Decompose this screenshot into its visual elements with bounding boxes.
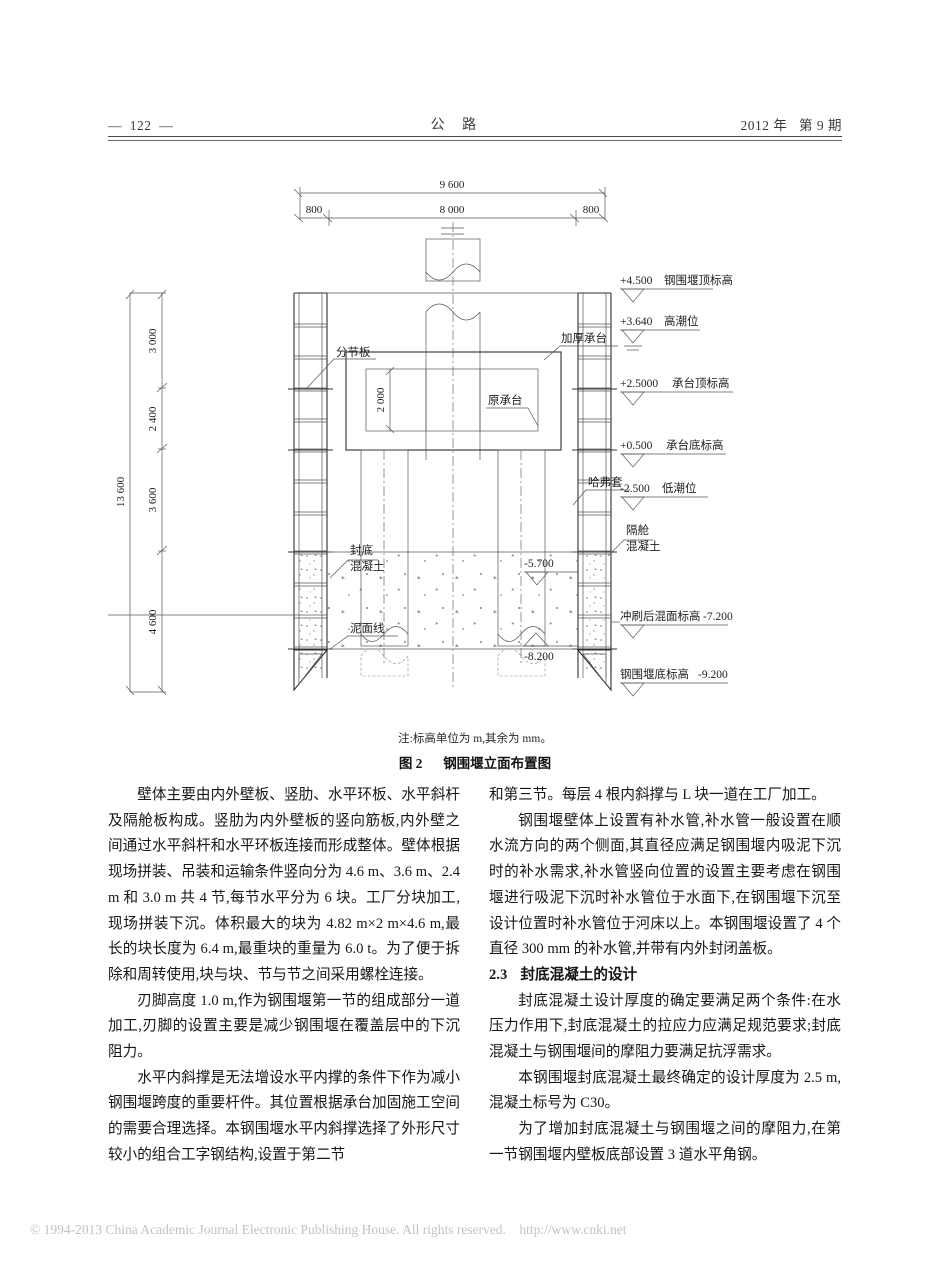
dim-seg2-text: 2 400 (147, 406, 159, 431)
callout-compartment-concrete: 隔舱 混凝土 (607, 523, 661, 557)
callout-segment-plate-text: 分节板 (336, 345, 371, 359)
page-number: — 122 — (108, 118, 174, 133)
elevation-markers: +4.500 钢围堰顶标高 +3.640 高潮位 +2.5000 承台顶标高 +… (611, 273, 733, 697)
callout-bottom-seal-concrete-l2: 混凝土 (350, 559, 385, 573)
dim-seg3-text: 3 600 (147, 487, 159, 512)
elevation-value-bottom: -9.200 (698, 669, 728, 681)
copyright-footer: © 1994-2013 China Academic Journal Elect… (30, 1222, 627, 1237)
cofferdam-interior (327, 292, 578, 652)
dim-width-chain: 800 8 000 800 (293, 204, 609, 226)
inner-elevation--8200: -8.200 (523, 632, 578, 663)
elevation-marker-1: +3.640 高潮位 (620, 314, 700, 351)
elevation-marker-3: +0.500 承台底标高 (620, 438, 726, 468)
elevation-value-4: -2.500 (620, 483, 650, 495)
paragraph-angle-steel: 为了增加封底混凝土与钢围堰之间的摩阻力,在第一节钢围堰内壁板底部设置 3 道水平… (489, 1121, 841, 1163)
callout-thickened-cap-text: 加厚承台 (561, 331, 607, 345)
callout-compartment-concrete-l1: 隔舱 (626, 523, 649, 537)
dim-overall-width-text: 9 600 (440, 179, 465, 191)
dim-cap-height: 2 000 (375, 366, 395, 434)
paragraph-water-supply-pipe: 钢围堰壁体上设置有补水管,补水管一般设置在顺水流方向的两个侧面,其直径应满足钢围… (489, 812, 841, 958)
pile-right (497, 449, 546, 677)
paragraph-seal-conditions: 封底混凝土设计厚度的确定要满足两个条件:在水压力作用下,封底混凝土的拉应力应满足… (489, 992, 841, 1061)
dim-overall-width: 9 600 (293, 179, 608, 220)
figure-caption-label: 图 2 (398, 756, 423, 771)
elevation-label-2: 承台顶标高 (672, 376, 730, 390)
journal-name: 公 路 (430, 118, 484, 133)
dim-cap-height-text: 2 000 (375, 387, 387, 412)
cofferdam-wall-right (572, 292, 617, 692)
paragraph-continuation: 和第三节。每层 4 根内斜撑与 L 块一道在工厂加工。 (489, 787, 826, 803)
elevation-marker-bottom: 钢围堰底标高 -9.200 (620, 667, 728, 697)
pile-left (360, 449, 409, 677)
callout-original-cap: 原承台 (486, 393, 539, 427)
callout-thickened-cap: 加厚承台 (543, 331, 618, 361)
paragraph-wall-structure: 壁体主要由内外壁板、竖肋、水平环板、水平斜杆及隔舱板构成。竖肋为内外壁板的竖向筋… (108, 787, 460, 983)
elevation-label-0: 钢围堰顶标高 (664, 273, 733, 287)
section-heading-2-3: 2.3 封底混凝土的设计 (489, 963, 841, 989)
elevation-marker-0: +4.500 钢围堰顶标高 (620, 273, 733, 303)
elevation-value-1: +3.640 (620, 316, 653, 328)
body-left-column: 壁体主要由内外壁板、竖肋、水平环板、水平斜杆及隔舱板构成。竖肋为内外壁板的竖向筋… (108, 783, 460, 1169)
dim-vertical-chain: 13 600 3 000 2 400 3 600 4 600 (115, 289, 168, 696)
dim-seg4-text: 4 600 (147, 609, 159, 634)
header-rule-secondary (108, 140, 842, 141)
elevation-label-3: 承台底标高 (666, 438, 724, 452)
page-header: — 122 — 公 路 2012 年 第 9 期 (108, 108, 842, 134)
body-right-column: 和第三节。每层 4 根内斜撑与 L 块一道在工厂加工。 钢围堰壁体上设置有补水管… (489, 783, 841, 1169)
section-number: 2.3 (489, 966, 508, 983)
elevation-marker-2: +2.5000 承台顶标高 (620, 376, 733, 406)
figure-note: 注:标高单位为 m,其余为 mm。 (398, 733, 552, 745)
paragraph-cutting-edge: 刃脚高度 1.0 m,作为钢围堰第一节的组成部分一道加工,刃脚的设置主要是减少钢… (108, 992, 460, 1061)
callout-mud-line-text: 泥面线 (350, 621, 385, 635)
callout-compartment-concrete-l2: 混凝土 (626, 539, 661, 553)
elevation-label-1: 高潮位 (664, 314, 699, 328)
original-cap (365, 368, 539, 432)
callout-mud-line: 泥面线 (329, 621, 398, 650)
elevation-value-2: +2.5000 (620, 378, 658, 390)
dim-right-width-text: 800 (583, 204, 600, 216)
elevation-value-scour: -7.200 (703, 611, 733, 623)
dim-overall-height-text: 13 600 (115, 476, 127, 507)
header-rule (108, 136, 842, 137)
cofferdam-wall-left (288, 292, 333, 692)
paragraph-seal-thickness: 本钢围堰封底混凝土最终确定的设计厚度为 2.5 m,混凝土标号为 C30。 (489, 1069, 841, 1112)
dim-left-width-text: 800 (306, 204, 323, 216)
callout-bottom-seal-concrete: 封底 混凝土 (329, 543, 385, 579)
thickened-cap (345, 351, 562, 451)
callout-segment-plate: 分节板 (306, 345, 376, 389)
elevation-label-scour: 冲刷后混面标高 (620, 609, 701, 623)
inner-elevation-value-0: -5.700 (524, 558, 554, 570)
inner-elevation-value-1: -8.200 (524, 651, 554, 663)
callout-halfen-sleeve-text: 哈弗套 (588, 475, 623, 489)
elevation-label-4: 低潮位 (662, 481, 697, 495)
section-title: 封底混凝土的设计 (520, 966, 638, 983)
callout-bottom-seal-concrete-l1: 封底 (350, 543, 373, 557)
paragraph-diagonal-brace: 水平内斜撑是无法增设水平内撑的条件下作为减小钢围堰跨度的重要杆件。其位置根据承台… (108, 1069, 460, 1163)
inner-elevation--5700: -5.700 (524, 558, 578, 586)
elevation-value-3: +0.500 (620, 440, 653, 452)
dim-seg1-text: 3 000 (147, 328, 159, 353)
callout-original-cap-text: 原承台 (488, 393, 523, 407)
elevation-marker-scour: 冲刷后混面标高 -7.200 (611, 609, 733, 639)
elevation-label-bottom: 钢围堰底标高 (620, 667, 689, 681)
elevation-value-0: +4.500 (620, 275, 653, 287)
callout-halfen-sleeve: 哈弗套 (572, 475, 630, 506)
figure-caption-title: 钢围堰立面布置图 (443, 756, 552, 771)
issue-info: 2012 年 第 9 期 (740, 118, 842, 133)
dim-center-width-text: 8 000 (440, 204, 465, 216)
figure-cofferdam-elevation: 9 600 800 8 000 800 13 600 (108, 160, 842, 770)
elevation-marker-4: -2.500 低潮位 (620, 481, 708, 511)
figure-caption: 图 2 钢围堰立面布置图 (108, 752, 842, 772)
